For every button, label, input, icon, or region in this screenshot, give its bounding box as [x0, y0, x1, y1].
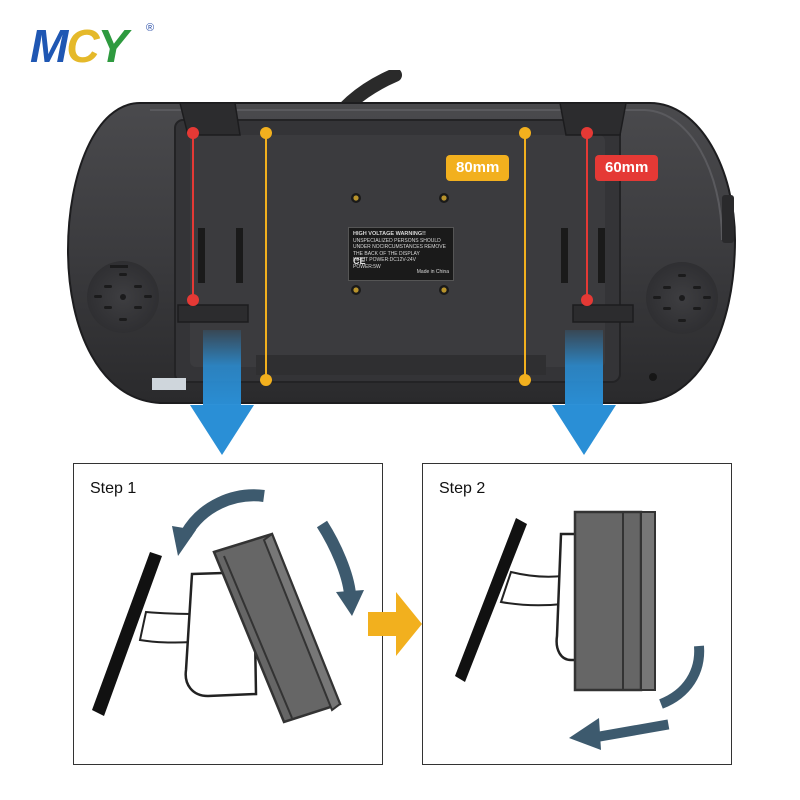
step-1-illustration — [92, 489, 364, 724]
step-2-label: Step 2 — [439, 480, 486, 497]
curved-arrow-icon — [658, 645, 705, 709]
arrow-down-icon-left — [190, 330, 254, 455]
dimension-60mm-badge: 60mm — [595, 155, 659, 181]
registered-mark: ® — [146, 22, 155, 34]
bottom-rail — [256, 355, 546, 375]
label-line: INPUT POWER:DC12V-24V — [353, 257, 416, 264]
screw-holes — [351, 193, 449, 295]
step-2-panel: Step 2 — [422, 463, 732, 765]
speaker-left — [87, 261, 159, 333]
bracket-slots — [198, 228, 605, 283]
top-clips — [179, 102, 627, 136]
side-button — [722, 195, 734, 243]
yellow-measure-lines — [260, 127, 531, 386]
arrow-right-icon — [368, 592, 422, 656]
step-2-illustration — [455, 510, 705, 750]
made-in-label: Made in China — [416, 269, 449, 276]
mirror-slab — [455, 518, 527, 682]
label-line: POWER:5W — [353, 263, 381, 270]
step-1-panel: Step 1 — [73, 463, 383, 765]
bottom-clips — [177, 304, 634, 323]
speaker-right — [646, 262, 718, 334]
port — [649, 373, 657, 381]
serial-sticker — [152, 378, 186, 390]
curved-arrow-icon — [180, 489, 265, 538]
label-line: HIGH VOLTAGE WARNING!! — [353, 231, 426, 237]
logo-wordmark: MCY — [30, 20, 128, 72]
dimension-80mm-badge: 80mm — [446, 155, 510, 181]
curved-arrow-icon — [316, 520, 356, 595]
monitor-housing — [573, 510, 643, 692]
mirror-slab — [92, 552, 162, 716]
label-line: UNSPECIALIZED PERSONS SHOULD — [353, 237, 441, 244]
arrow-left-icon — [569, 718, 670, 750]
ce-mark: CE — [353, 256, 366, 266]
label-line: THE BACK OF THE DISPLAY — [353, 250, 420, 257]
warning-label: HIGH VOLTAGE WARNING!! UNSPECIALIZED PER… — [348, 227, 454, 281]
arrow-down-icon-right — [552, 330, 616, 455]
brand-logo: MCY ® — [30, 18, 160, 74]
label-line: UNDER NOCIRCUMSTANCES REMOVE — [353, 244, 446, 251]
step-1-label: Step 1 — [90, 480, 137, 497]
red-measure-lines — [187, 127, 593, 306]
